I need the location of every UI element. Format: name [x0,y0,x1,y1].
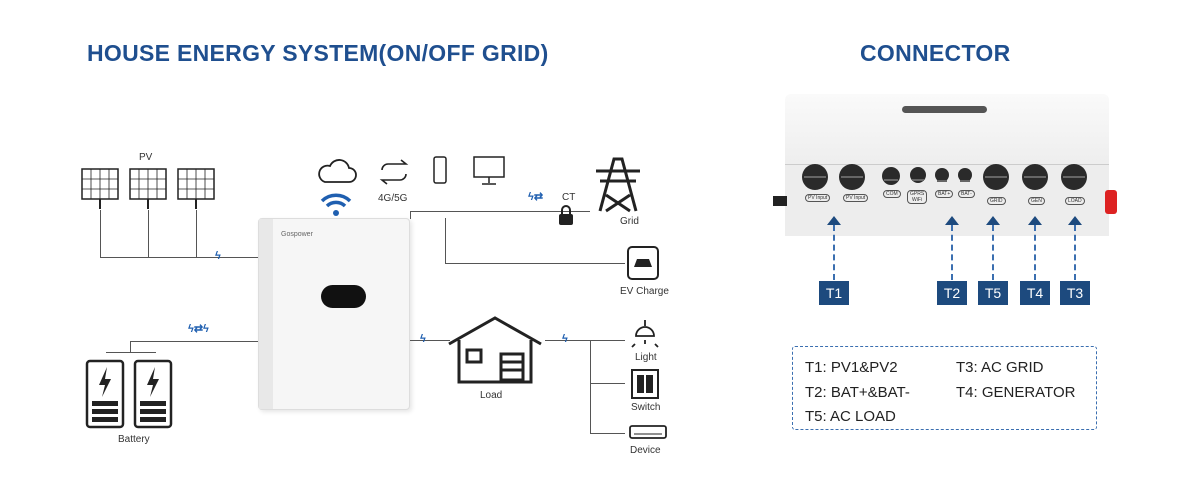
port-label: GEN [1028,197,1045,205]
sync-arrows-icon [379,159,409,185]
device-label: Device [630,445,661,456]
light-label: Light [635,352,657,363]
grid-tower-icon [596,157,640,213]
legend-item: T3: AC GRID [956,359,1044,376]
badge-t2: T2 [937,281,967,305]
legend-item: T2: BAT+&BAT- [805,384,910,401]
legend-item: T1: PV1&PV2 [805,359,898,376]
ev-charger-icon [627,246,659,280]
port-label: PV Input [843,194,869,202]
port-label: BAT+ [935,190,954,198]
switch-icon [631,369,659,399]
legend-item: T5: AC LOAD [805,408,896,425]
battery-icon [85,359,173,429]
phone-icon [433,156,447,184]
port-label: BAT- [958,190,975,198]
battery-label: Battery [118,434,150,445]
port-label: PV Input [805,194,831,202]
ev-label: EV Charge [620,286,669,297]
load-label: Load [480,390,503,401]
legend-item: T4: GENERATOR [956,384,1076,401]
network-label: 4G/5G [378,193,408,204]
switch-label: Switch [631,402,661,413]
ct-lock-icon [559,205,573,225]
brand-label: Gospower [281,231,313,238]
wifi-icon [320,193,352,216]
badge-t5: T5 [978,281,1008,305]
port-label: GPRS WiFi [907,190,927,204]
badge-t4: T4 [1020,281,1050,305]
bolt-icon: ϟ [420,333,426,345]
bolt-icon: ϟ [215,250,221,262]
bolt-icon: ϟ⇄ϟ [188,323,209,335]
monitor-icon [473,156,505,185]
pv-label: PV [139,152,153,163]
inverter-image: Gospower [258,218,410,410]
light-icon [631,320,659,348]
bolt-icon: ϟ [562,333,568,345]
connector-device-image: PV Input PV Input COM GPRS WiFi BAT+ BAT… [773,94,1117,236]
solar-panels-icon [81,168,215,209]
device-icon [629,425,667,439]
badge-t1: T1 [819,281,849,305]
port-label: LOAD [1065,197,1085,205]
badge-t3: T3 [1060,281,1090,305]
grid-label: Grid [620,216,639,227]
house-icon [448,316,542,384]
connector-legend: T1: PV1&PV2 T3: AC GRID T2: BAT+&BAT- T4… [792,346,1097,430]
bolt-icon: ϟ⇄ [528,191,544,203]
diagram-title: HOUSE ENERGY SYSTEM(ON/OFF GRID) [87,40,549,66]
ct-label: CT [562,192,576,203]
port-label: COM [883,190,901,198]
cloud-icon [318,159,357,183]
connector-title: CONNECTOR [860,40,1011,66]
port-label: GRID [987,197,1006,205]
